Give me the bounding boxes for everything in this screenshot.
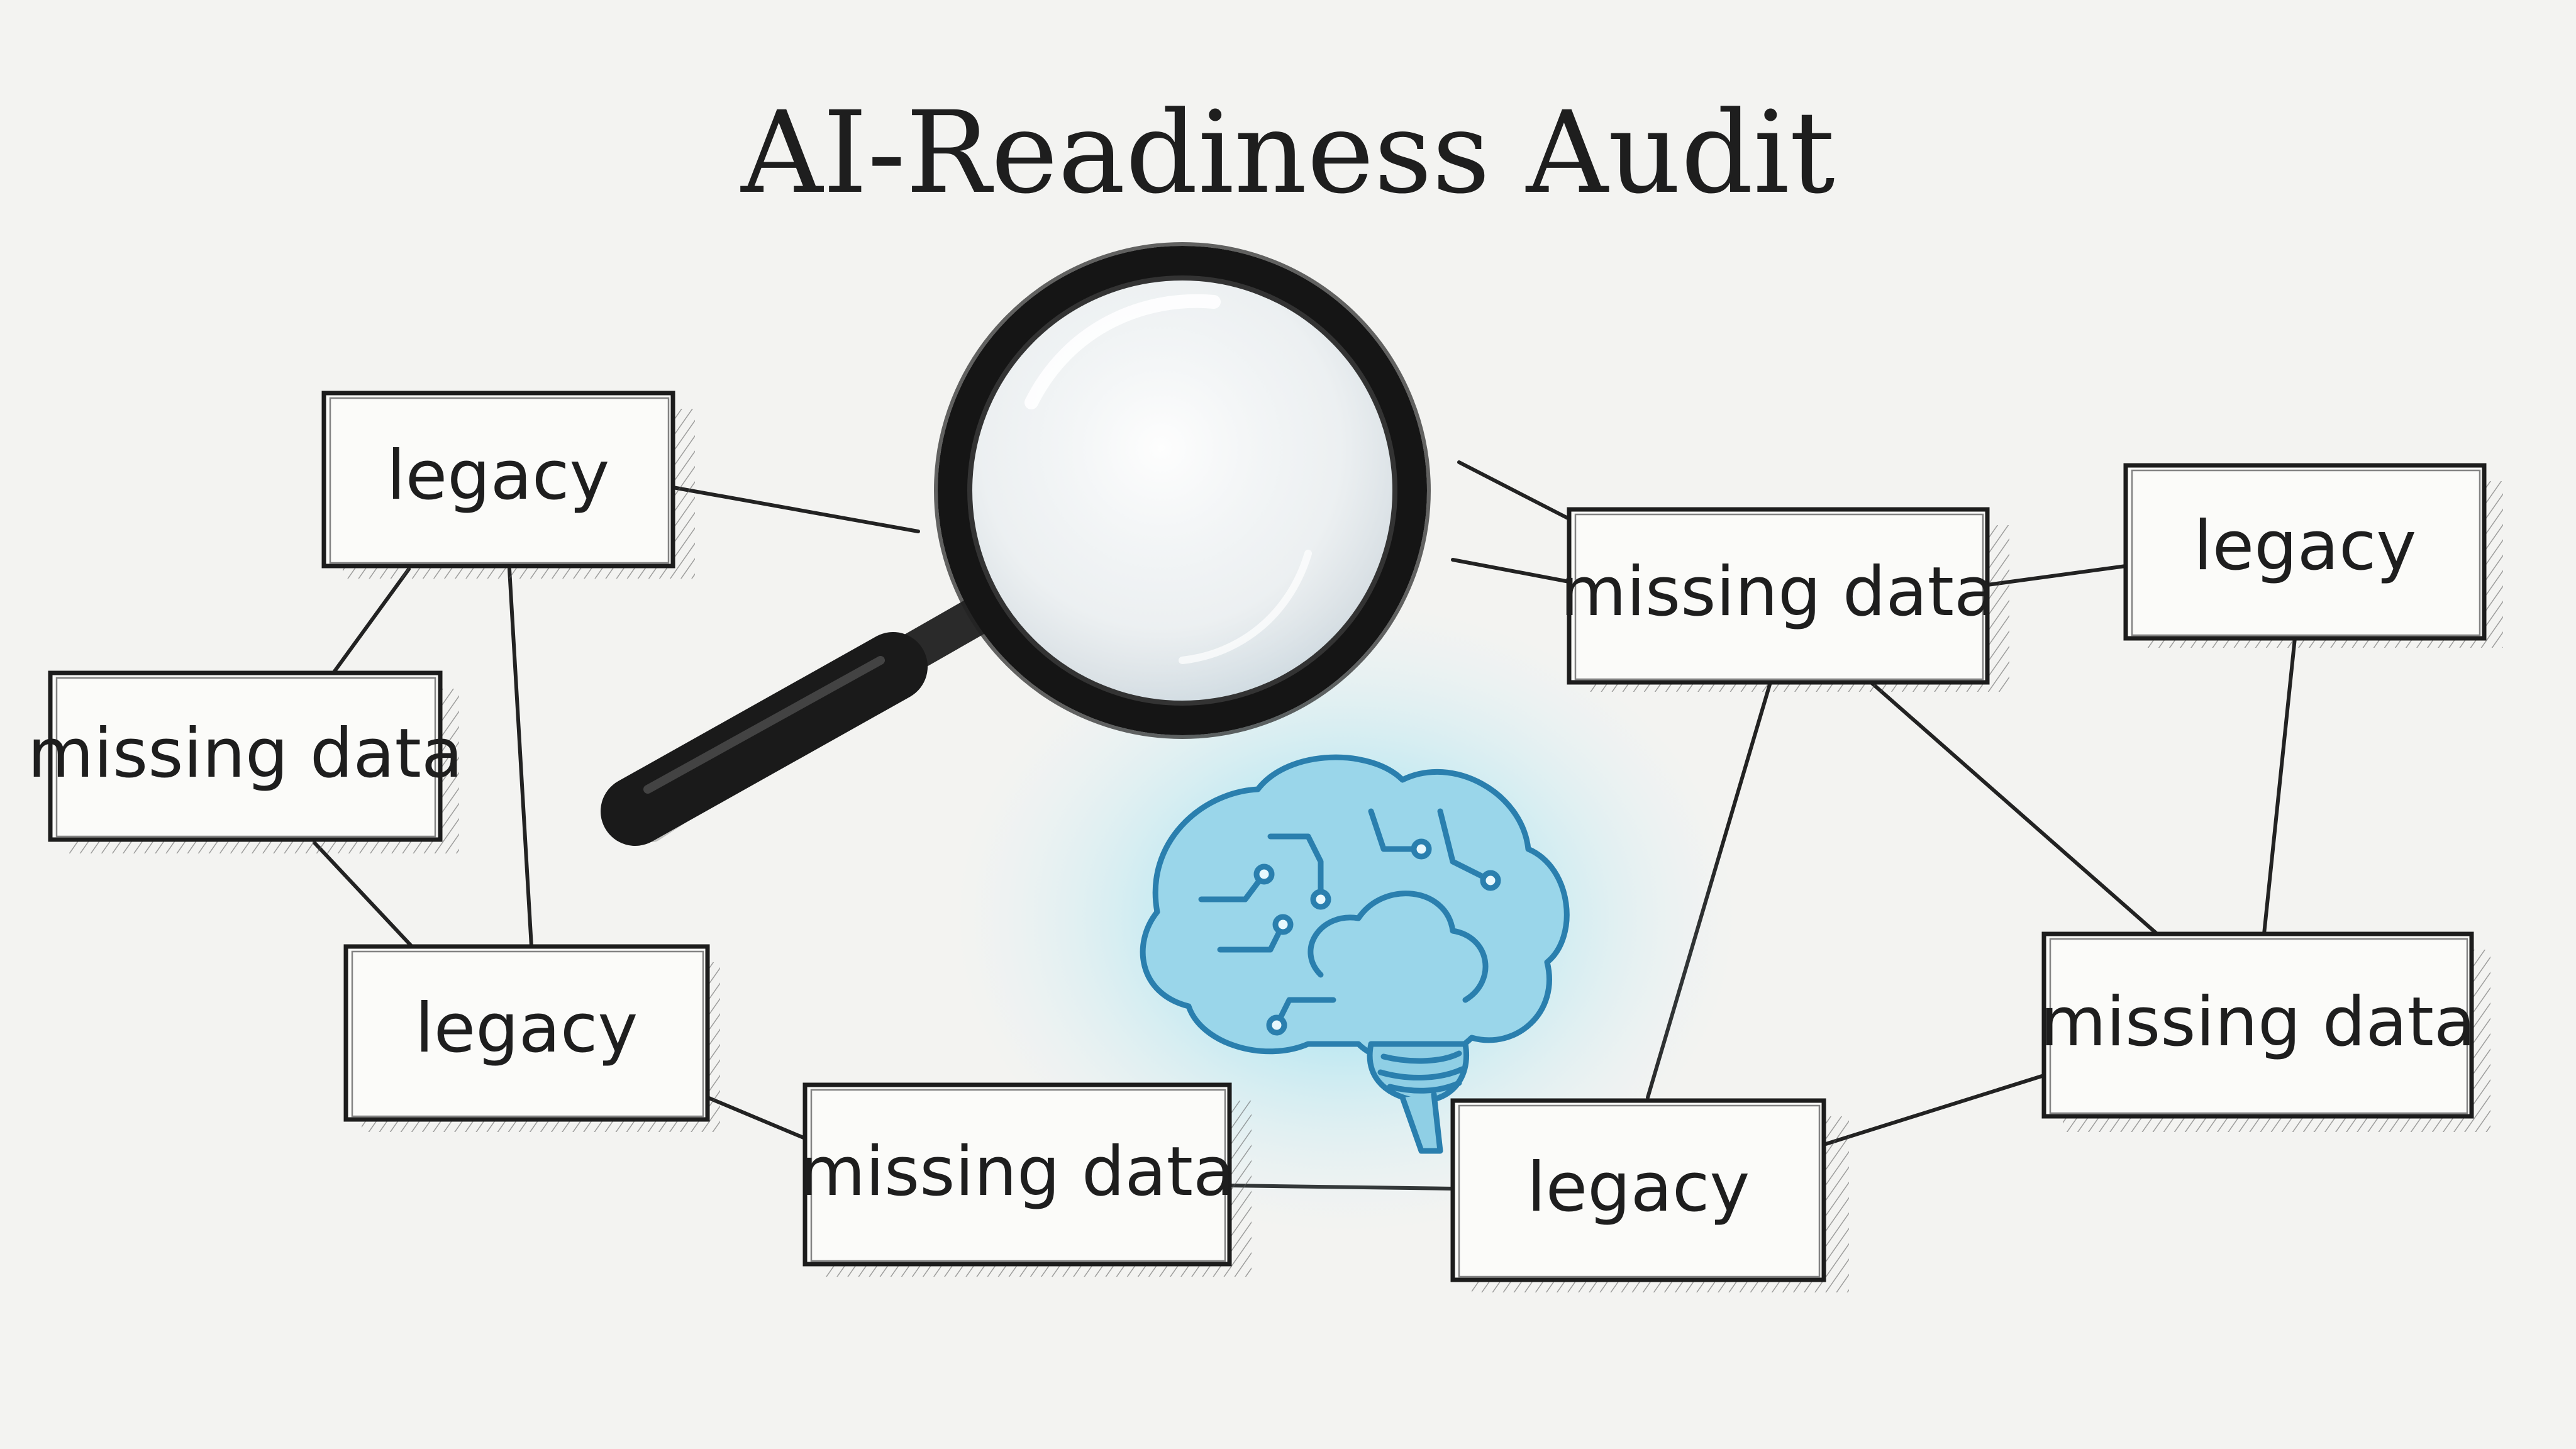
connector [313, 841, 414, 948]
connector [1985, 564, 2128, 587]
node-label: legacy [387, 436, 609, 515]
diagram-title: AI-Readiness Audit [740, 87, 1835, 219]
node-label: missing data [2040, 983, 2475, 1062]
node-label: missing data [799, 1133, 1235, 1211]
circuit-brain-icon [1140, 754, 1570, 1154]
connector [508, 567, 533, 948]
connector [1457, 460, 1571, 521]
node-legacy: legacy [343, 944, 720, 1132]
node-missing-data: missing data [1560, 507, 2009, 692]
node-label: missing data [1560, 553, 1996, 631]
node-label: legacy [415, 989, 638, 1068]
node-label: legacy [2194, 507, 2416, 586]
connector [706, 1096, 807, 1140]
node-missing-data: missing data [799, 1082, 1252, 1277]
node-legacy: legacy [1450, 1098, 1849, 1292]
connector [1822, 1074, 2046, 1146]
node-missing-data: missing data [28, 670, 463, 853]
node-label: legacy [1527, 1148, 1750, 1227]
connector [2262, 630, 2297, 936]
node-legacy: legacy [2123, 463, 2503, 648]
connector [331, 567, 411, 675]
connector [1869, 680, 2159, 936]
connector [1451, 558, 1571, 584]
node-missing-data: missing data [2040, 931, 2490, 1132]
node-legacy: legacy [321, 391, 695, 579]
node-label: missing data [28, 714, 463, 793]
connector [671, 486, 920, 533]
magnifying-glass-icon [601, 242, 1431, 846]
